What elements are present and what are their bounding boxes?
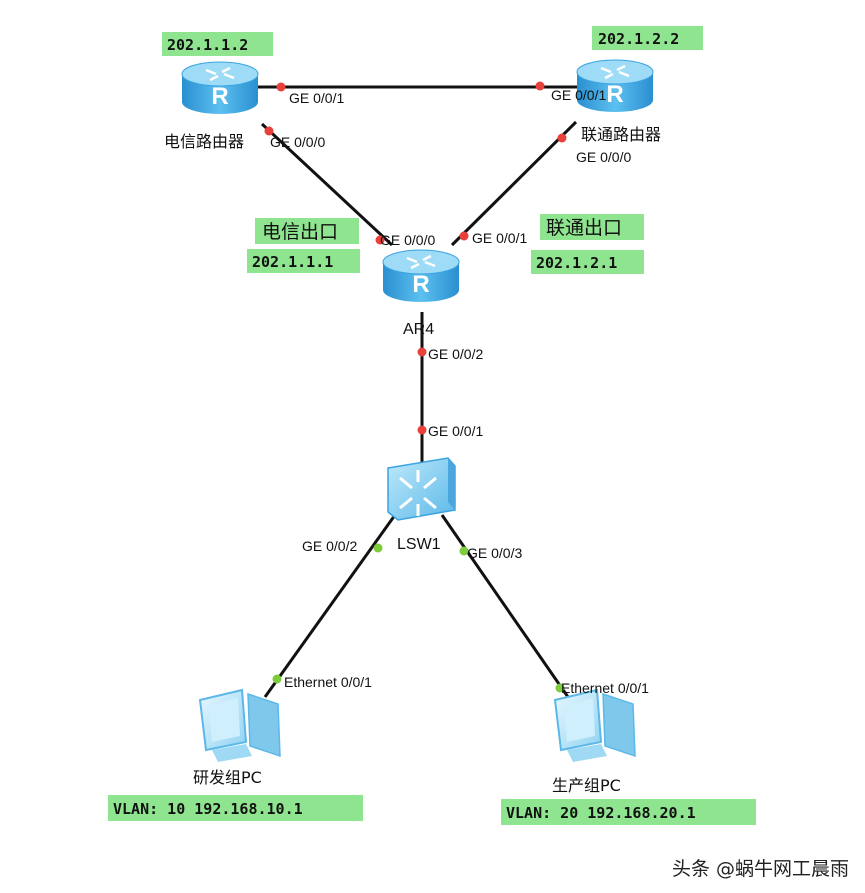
prod-pc[interactable] <box>553 688 636 762</box>
unicom-router[interactable]: R <box>575 58 655 114</box>
tag-text: VLAN: 10 192.168.10.1 <box>113 800 303 818</box>
tag-text: VLAN: 20 192.168.20.1 <box>506 804 696 822</box>
port-label-telecom-ge001: GE 0/0/1 <box>289 90 344 106</box>
port-label-unicom-ge001: GE 0/0/1 <box>551 87 606 103</box>
port-label-prod-pc-eth: Ethernet 0/0/1 <box>561 680 649 696</box>
device-label-ar4: AR4 <box>403 321 434 338</box>
port-label-lsw-ge002: GE 0/0/2 <box>302 538 357 554</box>
tag-prod-pc-vlan: VLAN: 20 192.168.20.1 <box>501 799 756 825</box>
port-label-lsw-ge001: GE 0/0/1 <box>428 423 483 439</box>
port-dot-telecom-ge001 <box>276 82 286 92</box>
port-dot-unicom-ge001 <box>535 81 545 91</box>
port-dot-unicom-ge000 <box>557 133 567 143</box>
link-telecom-ar4 <box>260 122 394 247</box>
tag-telecom-exit: 电信出口 <box>255 218 359 244</box>
port-dot-rd-pc-eth <box>272 674 282 684</box>
device-labels: 电信路由器 联通路由器 AR4 LSW1 研发组PC 生产组PC <box>164 125 661 795</box>
tag-unicom-exit-ip: 202.1.2.1 <box>531 250 644 274</box>
port-labels: GE 0/0/1 GE 0/0/1 GE 0/0/0 GE 0/0/0 GE 0… <box>270 87 649 696</box>
port-dot-lsw-ge001 <box>417 425 427 435</box>
tag-unicom-exit: 联通出口 <box>540 214 644 240</box>
link-unicom-ar4 <box>450 120 578 247</box>
pc-icon <box>553 688 636 762</box>
tag-text: 202.1.2.1 <box>536 254 617 272</box>
link-lsw1-rd-pc <box>263 514 397 698</box>
port-dot-ar4-ge001 <box>459 231 469 241</box>
port-label-lsw-ge003: GE 0/0/3 <box>467 545 522 561</box>
port-label-ar4-ge000: GE 0/0/0 <box>380 232 435 248</box>
links <box>258 85 578 698</box>
port-dot-telecom-ge000 <box>264 126 274 136</box>
port-dot-lsw-ge002 <box>373 543 383 553</box>
port-dot-prod-pc-eth <box>555 683 565 693</box>
watermark: 头条 @蜗牛网工晨雨 <box>671 858 849 880</box>
port-dot-ar4-ge000 <box>375 235 385 245</box>
device-label-lsw1: LSW1 <box>397 536 441 553</box>
pc-icon <box>198 688 281 762</box>
port-label-telecom-ge000: GE 0/0/0 <box>270 134 325 150</box>
device-label-unicom-router: 联通路由器 <box>581 125 661 144</box>
tag-text: 电信出口 <box>262 221 338 243</box>
port-label-ar4-ge001: GE 0/0/1 <box>472 230 527 246</box>
tag-rd-pc-vlan: VLAN: 10 192.168.10.1 <box>108 795 363 821</box>
router-letter: R <box>606 81 623 108</box>
tag-text: 202.1.1.2 <box>167 36 248 54</box>
rd-pc[interactable] <box>198 688 281 762</box>
link-lsw1-prod-pc <box>440 514 570 698</box>
router-letter: R <box>412 271 429 298</box>
lsw1-switch[interactable] <box>387 457 456 521</box>
tag-text: 202.1.1.1 <box>252 253 333 271</box>
port-dot-ar4-ge002 <box>417 347 427 357</box>
router-letter: R <box>211 83 228 110</box>
tag-unicom-router-ip: 202.1.2.2 <box>592 26 703 50</box>
device-label-telecom-router: 电信路由器 <box>164 132 244 151</box>
port-indicators <box>264 81 567 693</box>
telecom-router[interactable]: R <box>180 60 260 116</box>
ar4-router[interactable]: R <box>381 248 461 304</box>
device-label-rd-pc: 研发组PC <box>193 768 262 787</box>
tag-text: 202.1.2.2 <box>598 30 679 48</box>
port-label-rd-pc-eth: Ethernet 0/0/1 <box>284 674 372 690</box>
tag-telecom-router-ip: 202.1.1.2 <box>162 32 273 56</box>
device-label-prod-pc: 生产组PC <box>552 776 621 795</box>
tag-telecom-exit-ip: 202.1.1.1 <box>247 249 360 273</box>
ip-tags: 202.1.1.2 202.1.2.2 电信出口 202.1.1.1 联通出口 … <box>108 26 756 825</box>
switch-icon <box>387 457 456 521</box>
port-dot-lsw-ge003 <box>459 546 469 556</box>
tag-text: 联通出口 <box>546 217 622 239</box>
port-label-unicom-ge000: GE 0/0/0 <box>576 149 631 165</box>
port-label-ar4-ge002: GE 0/0/2 <box>428 346 483 362</box>
